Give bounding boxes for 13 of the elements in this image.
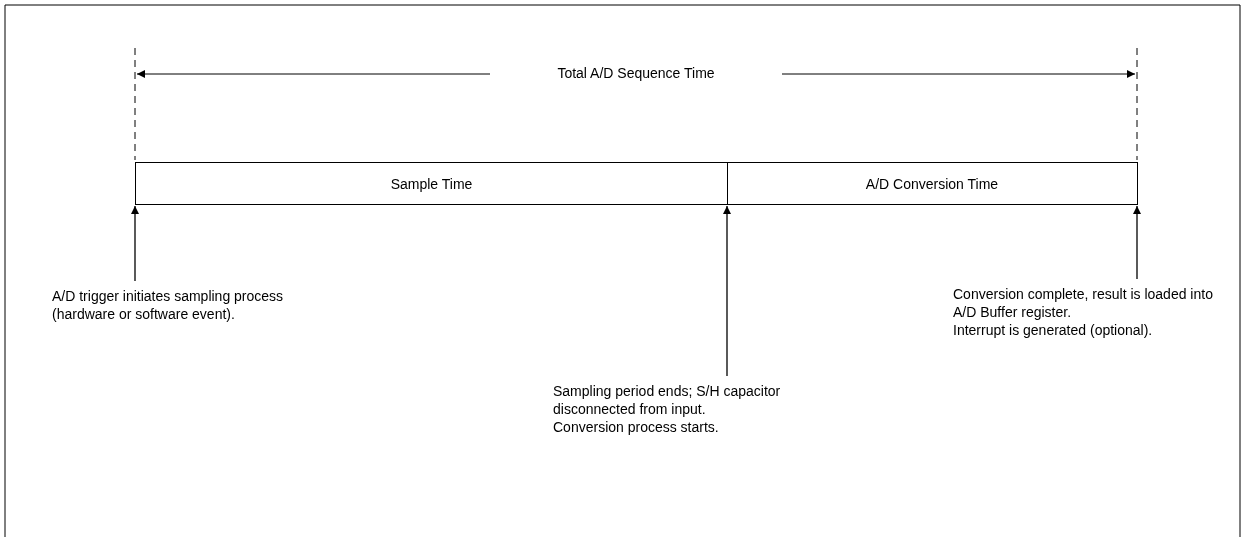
- dimension-label: Total A/D Sequence Time: [556, 65, 716, 81]
- annotation-text: Conversion complete, result is loaded into A/D Buffer register.: [953, 285, 1213, 321]
- annotation-text: Sampling period ends; S/H capacitor disconnected from input.: [553, 382, 782, 418]
- arrow: [1133, 205, 1141, 280]
- time-segment-bar: [135, 162, 728, 205]
- annotation-text: A/D trigger initiates sampling process (hardware or software event).: [52, 287, 285, 323]
- time-segment-bar: [727, 162, 1138, 205]
- arrow: [723, 205, 731, 377]
- arrow: [131, 205, 139, 282]
- segment-label: A/D Conversion Time: [865, 175, 999, 192]
- annotation-text: Interrupt is generated (optional).: [953, 321, 1154, 339]
- annotation-text: Conversion process starts.: [553, 418, 720, 436]
- segment-label: Sample Time: [390, 175, 473, 192]
